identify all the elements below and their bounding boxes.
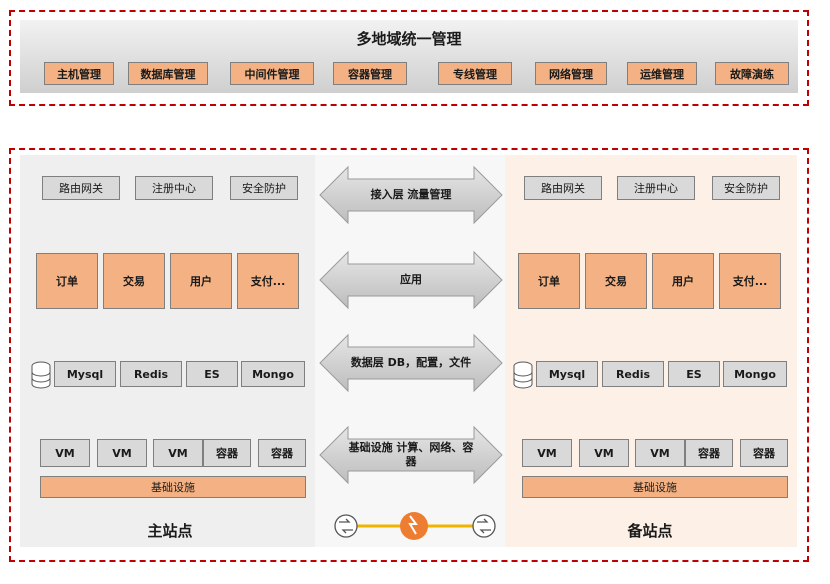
sites-region bbox=[9, 148, 809, 562]
main_site-app-1: 订单 bbox=[36, 253, 98, 309]
main_site-app-4: 支付... bbox=[237, 253, 299, 309]
router-icon-right bbox=[472, 514, 496, 538]
top-button-4[interactable]: 容器管理 bbox=[333, 62, 407, 85]
top-button-7[interactable]: 运维管理 bbox=[627, 62, 697, 85]
top-button-1[interactable]: 主机管理 bbox=[44, 62, 114, 85]
backup_site-infra-5: 容器 bbox=[740, 439, 788, 467]
layer-arrow-label-3: 数据层 DB，配置，文件 bbox=[350, 356, 472, 369]
router-icon-left bbox=[334, 514, 358, 538]
main_site-access-2: 注册中心 bbox=[135, 176, 213, 200]
site-link bbox=[330, 505, 500, 547]
backup_site-infra-1: VM bbox=[522, 439, 572, 467]
main_site-infra-4: 容器 bbox=[203, 439, 251, 467]
layer-arrow-1: 接入层 流量管理 bbox=[318, 165, 504, 225]
site-link-graphic bbox=[334, 512, 496, 540]
main_site-infra-3: VM bbox=[153, 439, 203, 467]
backup_site-db-2: Redis bbox=[602, 361, 664, 387]
backup-site-label: 备站点 bbox=[627, 522, 673, 540]
layer-arrow-label-1: 接入层 流量管理 bbox=[370, 188, 452, 201]
main_site-access-3: 安全防护 bbox=[230, 176, 298, 200]
backup_site-db-3: ES bbox=[668, 361, 720, 387]
top-region bbox=[9, 10, 809, 106]
top-title: 多地域统一管理 bbox=[356, 30, 462, 48]
backup_site-access-1: 路由网关 bbox=[524, 176, 602, 200]
layer-arrow-4: 基础设施 计算、网络、容器 bbox=[318, 425, 504, 485]
top-button-6[interactable]: 网络管理 bbox=[535, 62, 607, 85]
main_site-db-1: Mysql bbox=[54, 361, 116, 387]
backup_site-infra-3: VM bbox=[635, 439, 685, 467]
main-site-label: 主站点 bbox=[147, 522, 193, 540]
main_site-access-1: 路由网关 bbox=[42, 176, 120, 200]
backup_site-db-4: Mongo bbox=[723, 361, 787, 387]
backup_site-app-3: 用户 bbox=[652, 253, 714, 309]
layer-arrow-2: 应用 bbox=[318, 250, 504, 310]
main_site-infra-2: VM bbox=[97, 439, 147, 467]
link-hub-icon bbox=[400, 512, 428, 540]
backup_site-access-2: 注册中心 bbox=[617, 176, 695, 200]
top-button-8[interactable]: 故障演练 bbox=[715, 62, 789, 85]
main_site-infra-1: VM bbox=[40, 439, 90, 467]
main_site-app-3: 用户 bbox=[170, 253, 232, 309]
layer-arrow-label-2: 应用 bbox=[400, 273, 422, 286]
backup_site-infra-2: VM bbox=[579, 439, 629, 467]
top-button-3[interactable]: 中间件管理 bbox=[230, 62, 314, 85]
top-button-5[interactable]: 专线管理 bbox=[438, 62, 512, 85]
backup_site-app-1: 订单 bbox=[518, 253, 580, 309]
main_site-database-icon bbox=[30, 360, 52, 390]
layer-arrow-label-4: 基础设施 计算、网络、容器 bbox=[348, 441, 474, 468]
main_site-db-2: Redis bbox=[120, 361, 182, 387]
backup_site-infra-4: 容器 bbox=[685, 439, 733, 467]
main_site-app-2: 交易 bbox=[103, 253, 165, 309]
backup_site-app-4: 支付... bbox=[719, 253, 781, 309]
backup_site-infra-base: 基础设施 bbox=[522, 476, 788, 498]
main_site-infra-base: 基础设施 bbox=[40, 476, 306, 498]
backup_site-access-3: 安全防护 bbox=[712, 176, 780, 200]
layer-arrow-3: 数据层 DB，配置，文件 bbox=[318, 333, 504, 393]
top-button-2[interactable]: 数据库管理 bbox=[128, 62, 208, 85]
backup_site-app-2: 交易 bbox=[585, 253, 647, 309]
backup_site-database-icon bbox=[512, 360, 534, 390]
backup_site-db-1: Mysql bbox=[536, 361, 598, 387]
main_site-db-3: ES bbox=[186, 361, 238, 387]
main_site-infra-5: 容器 bbox=[258, 439, 306, 467]
main_site-db-4: Mongo bbox=[241, 361, 305, 387]
